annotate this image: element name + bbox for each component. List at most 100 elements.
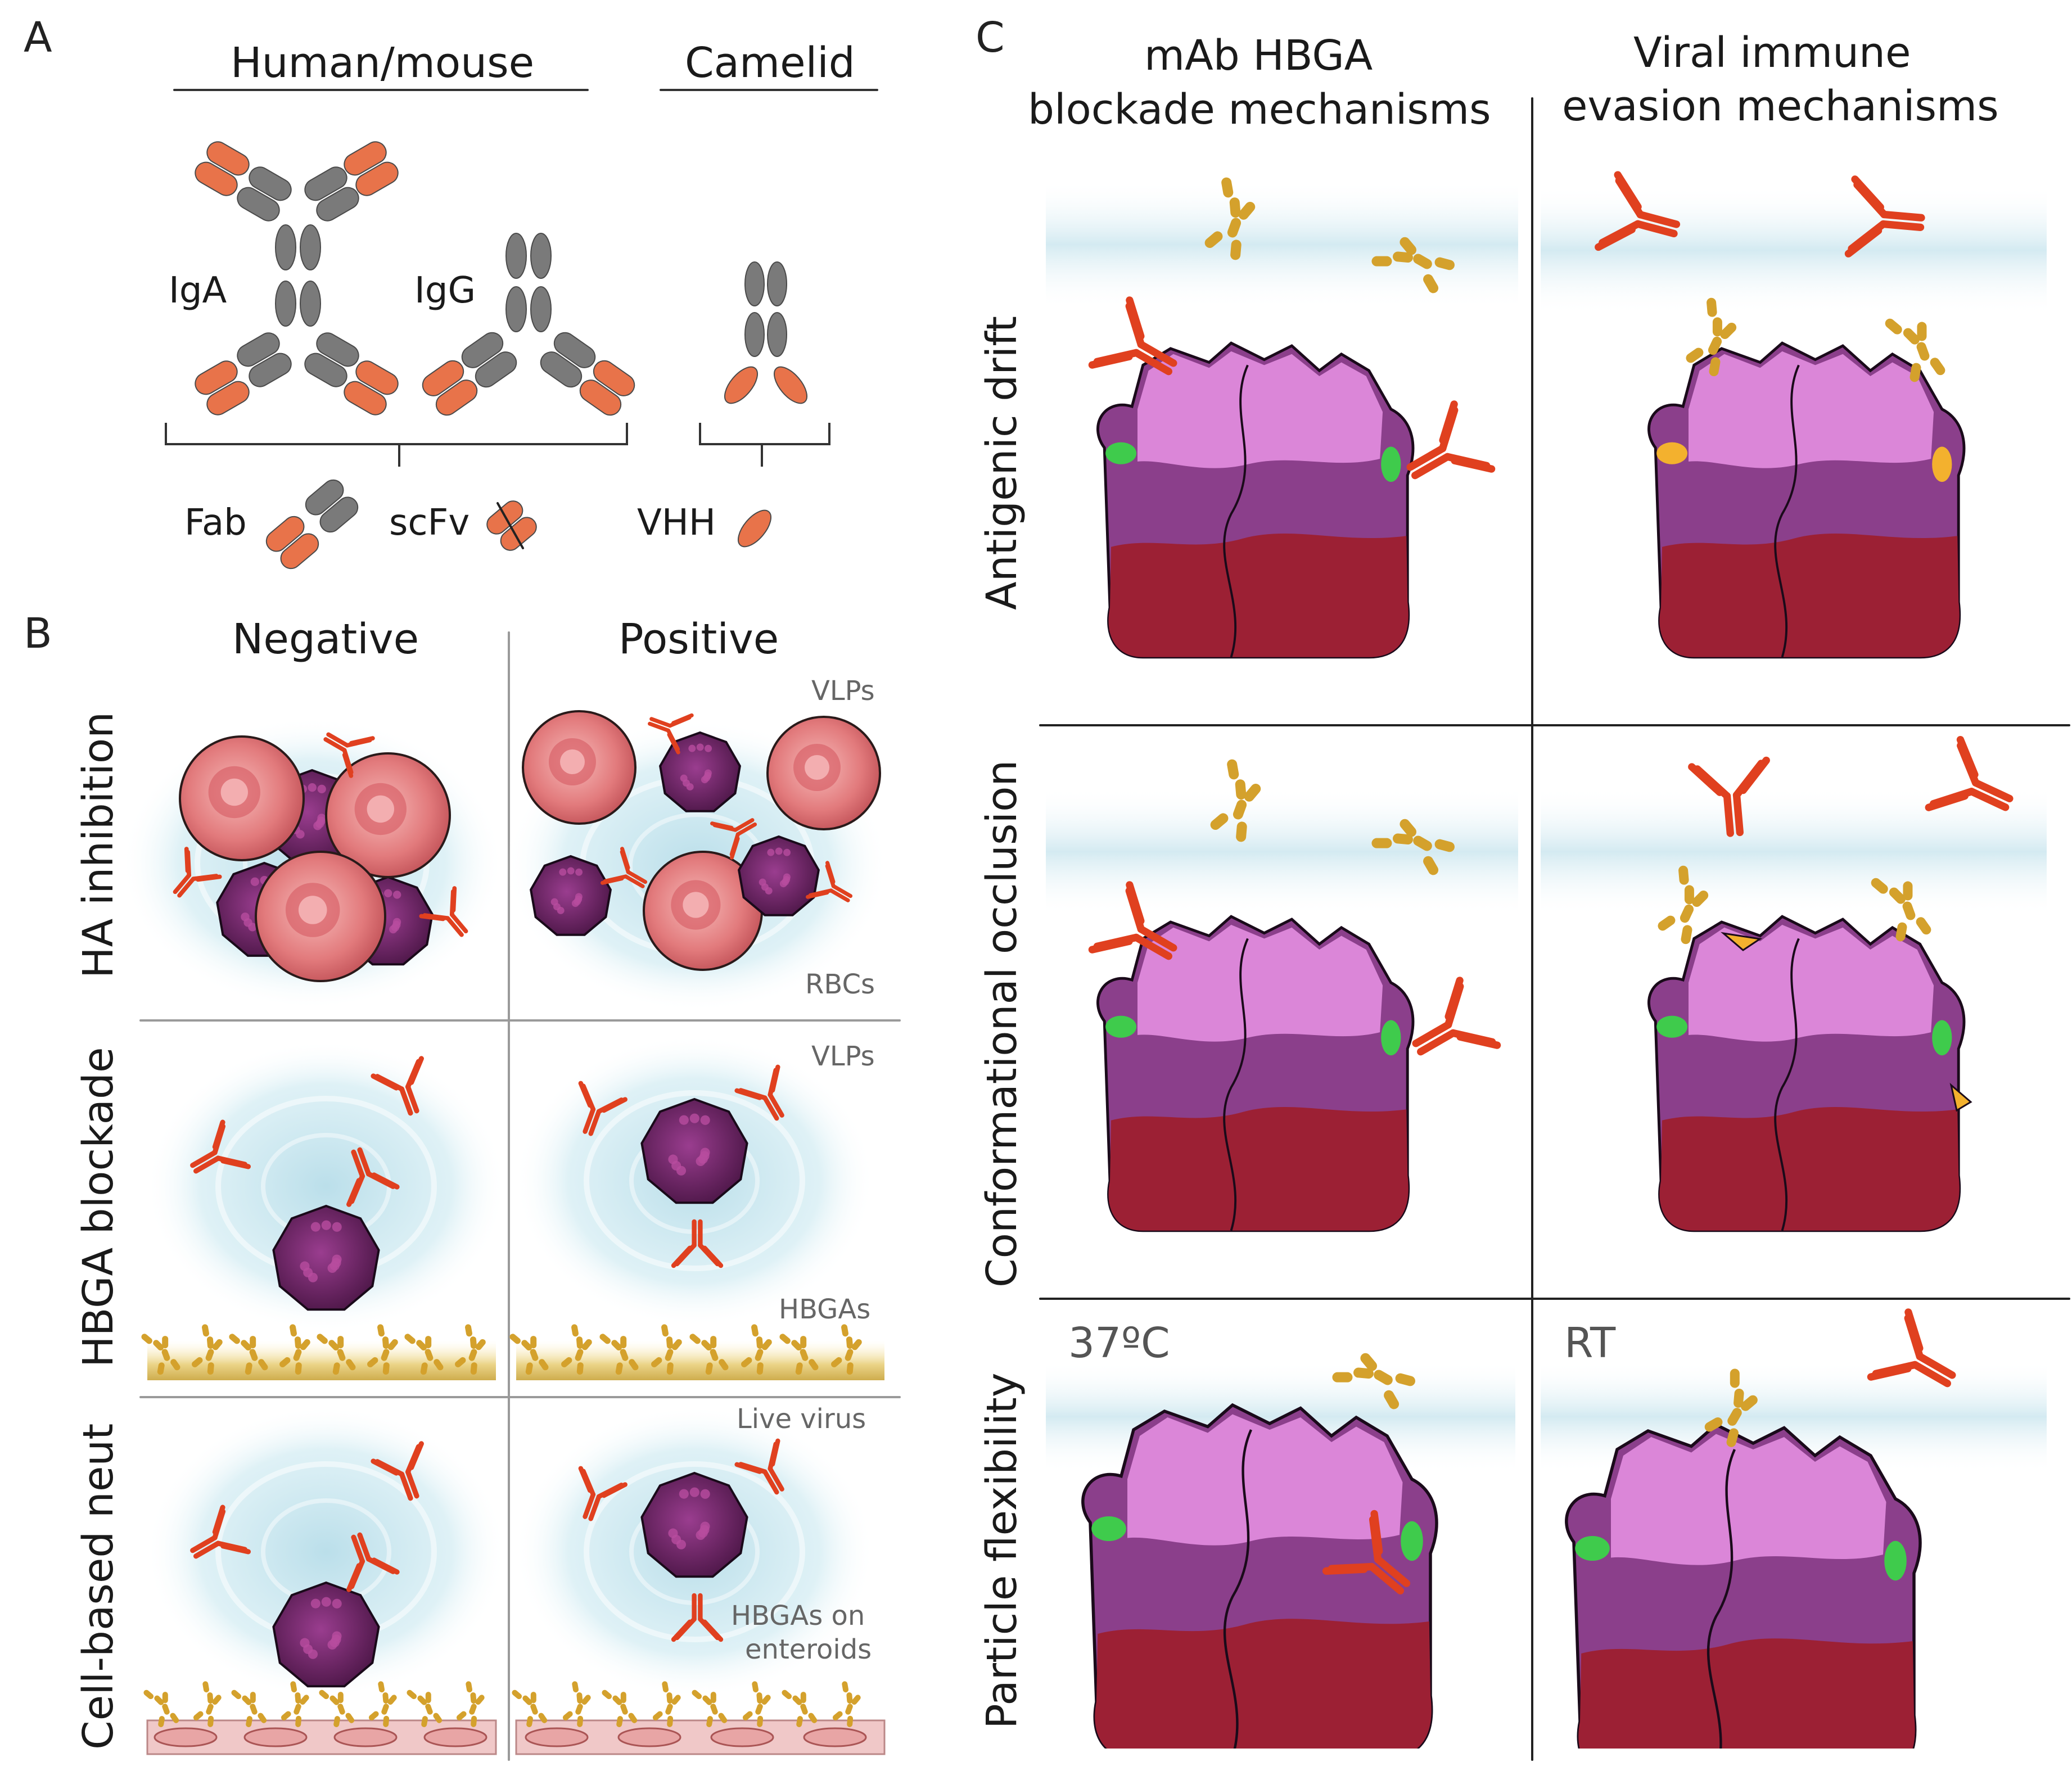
temperature-37c-label: 37ºC [1068,1319,1170,1367]
hbga-negative-glycan-3 [229,1334,268,1375]
cell-positive-glycan-4 [652,1681,681,1727]
ha-negative-mab-3 [419,886,468,937]
ha-positive-mab-3 [601,847,648,888]
flex-middle-mask [1515,1304,1531,1771]
camelid-left-vhh [724,366,758,404]
camelid-heading: Camelid [685,39,855,87]
hbga-positive-vlp [640,1097,748,1204]
cell-positive-glycan-3 [602,1689,638,1727]
ha-negative-rbc-2 [325,752,451,878]
cell-negative-mab-3 [346,1532,400,1592]
flex-right-capsid-epitope-right [1884,1540,1907,1581]
hbga-positive-glycan-6 [741,1324,772,1375]
occlusion-right-hidden-site-1 [1721,932,1763,951]
camelid-hcab-antibody [724,261,807,404]
iga-antibody [195,141,399,415]
flex-bottom-mask [1040,1749,2072,1778]
hbga-negative-glycan-4 [279,1324,310,1375]
occlusion-left-mab-2 [1412,977,1501,1056]
panel-a-letter: A [24,13,52,62]
hbga-negative-glycan-6 [367,1324,398,1375]
iga-lower-right-constant [304,332,359,387]
hbga-negative-vlp [272,1204,380,1311]
occlusion-right-capsid-epitope-right [1932,1020,1952,1056]
cell-negative-enterocyte-2 [243,1727,308,1747]
iga-stem-lower [275,281,321,327]
occlusion-right-hbga-2 [1871,878,1931,942]
ha-negative-rbc-3 [255,851,386,982]
human-mouse-heading: Human/mouse [231,39,535,87]
vhh-fragment [738,509,771,548]
drift-right-haze [1541,186,2047,315]
drift-right-mab-1 [1595,171,1681,251]
conformational-occlusion-row-label: Conformational occlusion [978,760,1026,1287]
fab-variable [265,516,319,570]
cell-negative-glycan-3 [231,1689,267,1727]
flex-right-mask [2047,1304,2072,1771]
vhh-domain [738,509,771,548]
igg-antibody [422,233,635,416]
igg-right-constant [540,332,596,388]
drift-right-capsid [1647,341,1966,659]
igg-left-variable [422,360,478,416]
cell-positive-glycan-6 [742,1681,771,1727]
blockade-column-heading-line1: mAb HBGA [1144,31,1373,80]
panel-c-graphics [1039,97,2072,1779]
hbga-negative-glycan-5 [317,1334,356,1375]
cell-negative-mab-2 [371,1441,424,1501]
igg-right-variable [579,360,635,416]
fab-label: Fab [184,502,247,544]
cell-positive-glycan-1 [512,1689,548,1727]
panel-b-letter: B [24,609,52,658]
iga-stem-upper [275,224,321,270]
cell-negative-glycan-7 [407,1689,443,1727]
evasion-column-heading-line1: Viral immune [1633,29,1911,77]
iga-label: IgA [169,270,227,311]
igg-left-constant [461,332,517,388]
cell-negative-glycan-8 [456,1681,485,1727]
hbga-positive-glycan-8 [831,1324,862,1375]
cell-positive-mab-3 [671,1593,724,1642]
scfv-linker [496,502,524,549]
cell-based-neut-row-label: Cell-based neut [74,1423,123,1750]
positive-column-heading: Positive [619,615,779,663]
flex-left-capsid-epitope-right [1401,1521,1423,1561]
occlusion-left-mab-1 [1088,881,1177,960]
occlusion-right-haze [1541,787,2047,916]
ha-negative-rbc-1 [179,735,305,861]
occlusion-right-mab-1 [1688,756,1770,837]
antigenic-drift-row-label: Antigenic drift [978,316,1026,610]
cell-positive-mab-2 [734,1438,784,1495]
iga-upper-left-constant [237,166,292,222]
camelid-stem-lower [744,312,787,357]
cell-positive-glycan-2 [562,1681,591,1727]
scfv-label: scFv [389,502,470,544]
scfv-variable [486,500,537,551]
scfv-fragment [486,500,537,551]
flex-left-capsid [1081,1403,1438,1759]
cell-positive-enterocyte-3 [710,1727,774,1747]
rbcs-label: RBCs [805,969,875,1000]
igg-stem-lower [505,286,552,332]
hbga-positive-mab-3 [671,1219,724,1268]
iga-upper-right-variable [344,141,399,196]
flex-right-mab [1867,1308,1956,1388]
particle-flexibility-row-label: Particle flexibility [978,1372,1026,1729]
hbgas-label: HBGAs [779,1294,871,1325]
hbga-negative-mab-3 [346,1147,400,1207]
ha-positive-mab-1 [648,713,694,755]
cell-negative-glycan-2 [193,1681,222,1727]
negative-column-heading: Negative [232,615,419,663]
vlps-label-hbga: VLPs [811,1041,875,1072]
cell-negative-virus [272,1581,380,1688]
hbga-positive-mab-1 [578,1081,628,1136]
ha-negative-mab-2 [173,847,222,898]
cell-negative-enterocyte-3 [333,1727,398,1747]
drift-left-capsid-epitope-right [1381,446,1401,482]
cell-positive-enterocyte-2 [617,1727,681,1747]
drift-left-hbga-1 [1204,177,1256,260]
occlusion-right-mab-2 [1925,735,2014,811]
camelid-fragments-bracket [699,423,830,467]
hbga-positive-glycan-3 [599,1334,639,1375]
